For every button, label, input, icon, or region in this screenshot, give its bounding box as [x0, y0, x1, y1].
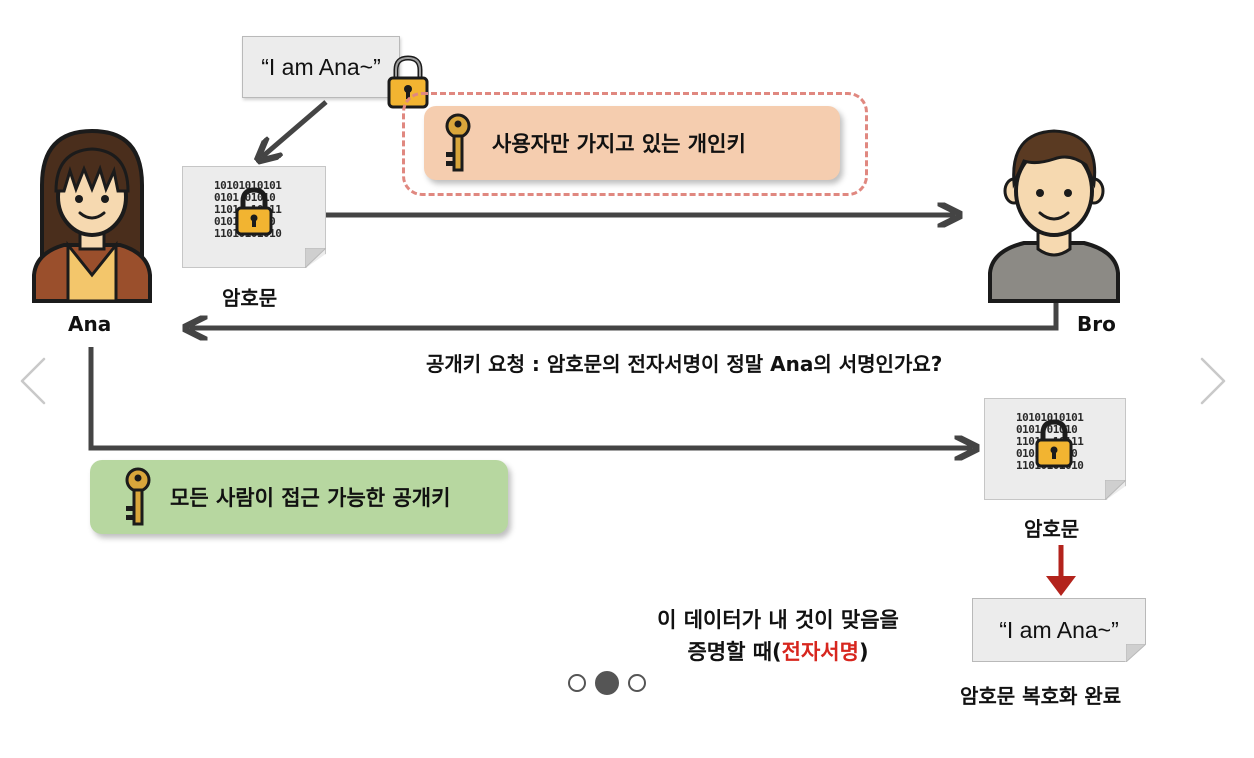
cipher-lock-icon	[1034, 418, 1074, 468]
private-key-pill: 사용자만 가지고 있는 개인키	[424, 106, 840, 180]
cipher-top-label: 암호문	[222, 286, 278, 310]
key-icon	[440, 112, 476, 174]
digital-signature-caption: 이 데이터가 내 것이 맞음을 증명할 때(전자서명)	[630, 604, 926, 668]
decrypted-note-fold	[1126, 644, 1146, 662]
arrow-note-to-cipher	[262, 100, 328, 157]
public-key-pill: 모든 사람이 접근 가능한 공개키	[90, 460, 508, 534]
public-key-request-text: 공개키 요청 : 암호문의 전자서명이 정말 Ana의 서명인가요?	[426, 352, 943, 376]
cipher-doc-top-fold	[305, 248, 326, 268]
private-key-label: 사용자만 가지고 있는 개인키	[492, 132, 746, 156]
carousel-dot-1[interactable]	[568, 674, 586, 692]
chevron-left-icon[interactable]	[16, 356, 50, 406]
cipher-lock-icon	[234, 186, 274, 236]
caption-line-2-suffix: )	[858, 640, 869, 664]
ana-label: Ana	[68, 312, 112, 336]
carousel-dot-2[interactable]	[595, 671, 619, 695]
key-icon	[120, 466, 156, 528]
chevron-right-icon[interactable]	[1196, 356, 1230, 406]
decrypt-done-label: 암호문 복호화 완료	[960, 684, 1122, 708]
top-message-text: “I am Ana~”	[261, 53, 381, 80]
caption-highlight: 전자서명	[781, 640, 859, 664]
red-decrypt-arrowhead	[1046, 576, 1076, 596]
caption-line-1: 이 데이터가 내 것이 맞음을	[657, 608, 899, 632]
ana-avatar	[28, 125, 156, 303]
caption-line-2: 증명할 때(전자서명)	[630, 636, 926, 668]
private-key-dashed-frame	[402, 92, 868, 196]
bro-avatar	[984, 125, 1124, 305]
cipher-doc-right-fold	[1105, 480, 1126, 500]
arrow-bro-to-ana	[190, 303, 1059, 328]
decrypted-message-text: “I am Ana~”	[999, 616, 1119, 643]
caption-line-2-prefix: 증명할 때(	[687, 640, 782, 664]
public-key-label: 모든 사람이 접근 가능한 공개키	[170, 486, 451, 510]
cipher-right-label: 암호문	[1024, 517, 1080, 541]
bro-label: Bro	[1077, 312, 1116, 336]
arrow-ana-to-cipher	[88, 347, 972, 448]
top-message-note: “I am Ana~”	[242, 36, 400, 98]
carousel-dot-3[interactable]	[628, 674, 646, 692]
decrypted-message-note: “I am Ana~”	[972, 598, 1146, 662]
